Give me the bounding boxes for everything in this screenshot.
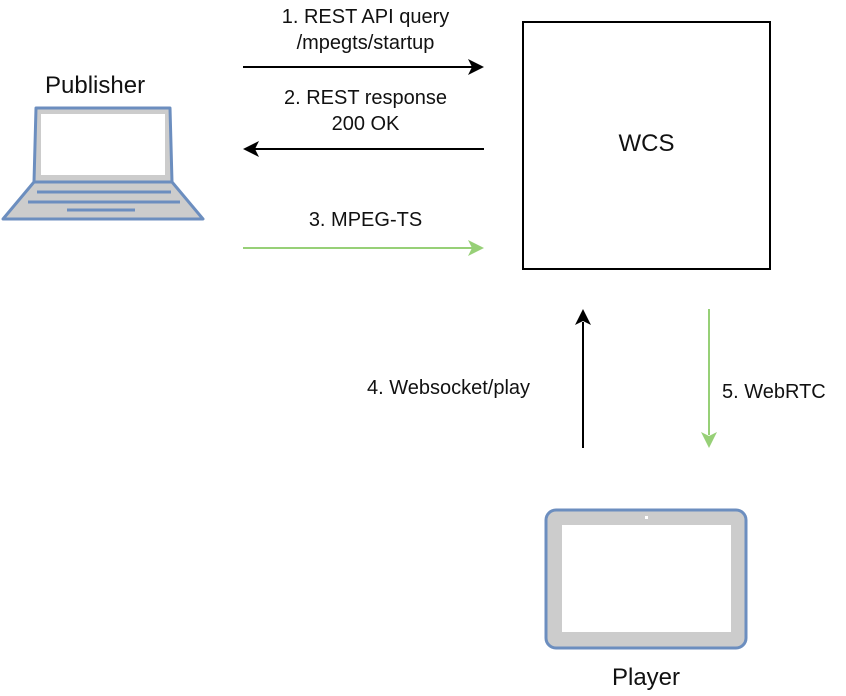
tablet-icon[interactable]: [544, 508, 748, 650]
wcs-label: WCS: [618, 130, 675, 157]
edge-step1-label: 1. REST API query /mpegts/startup: [243, 4, 488, 56]
laptop-icon[interactable]: [1, 106, 205, 221]
publisher-label: Publisher: [45, 72, 146, 99]
edge-step2-label: 2. REST response 200 OK: [243, 85, 488, 137]
edge-step1-arrow: [243, 59, 484, 75]
edge-step3-arrow: [243, 240, 484, 256]
edge-step4-label: 4. Websocket/play: [367, 377, 531, 399]
edge-step2-line2: 200 OK: [331, 113, 400, 135]
player-label: Player: [611, 664, 681, 691]
wcs-node-box[interactable]: [522, 21, 771, 270]
edge-step4-arrow: [575, 309, 591, 448]
edge-step3-label: 3. MPEG-TS: [308, 209, 423, 231]
edge-step1-line1: 1. REST API query: [281, 6, 450, 28]
edge-step5-label: 5. WebRTC: [722, 381, 826, 403]
edge-step5-arrow: [701, 309, 717, 448]
edge-step1-line2: /mpegts/startup: [296, 32, 435, 54]
edge-step2-line1: 2. REST response: [283, 87, 448, 109]
edge-step2-arrow: [243, 141, 484, 157]
